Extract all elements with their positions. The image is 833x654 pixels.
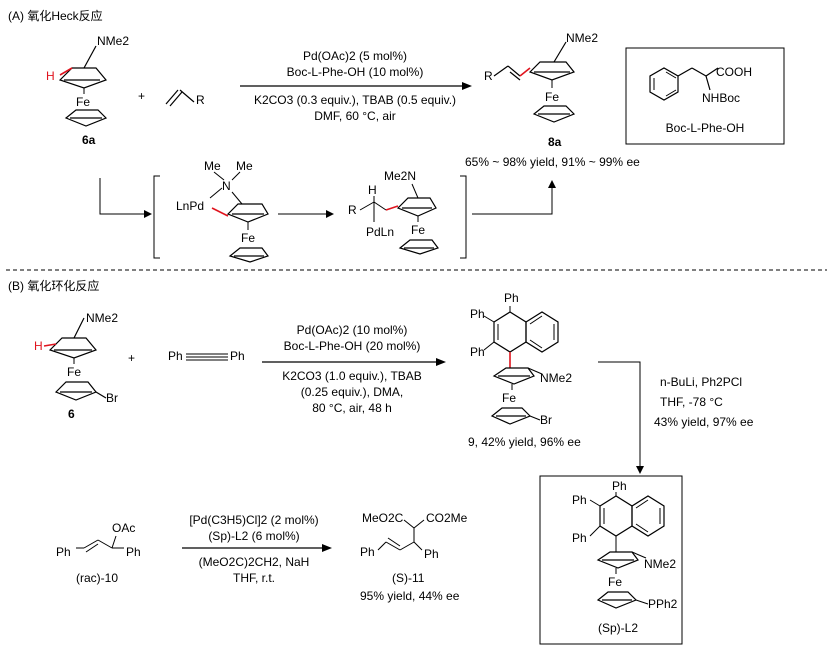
product-9-ph-left1: Ph: [470, 307, 485, 321]
intermediate-2: Me2N H R PdLn Fe: [348, 169, 439, 255]
olefin: R: [165, 89, 205, 107]
condition-a-2: Boc-L-Phe-OH (10 mol%): [287, 65, 424, 79]
ligand-l2-metal: Fe: [608, 575, 622, 589]
intermediate-2-substituent: Me2N: [384, 169, 416, 183]
ligand-box-amine: NHBoc: [702, 91, 740, 105]
product-9-metal: Fe: [502, 391, 516, 405]
ligand-l2-ph-left2: Ph: [572, 531, 587, 545]
intermediate-2-metal: Fe: [411, 223, 425, 237]
reactant-10-oac: OAc: [112, 521, 135, 535]
condition-b-2: Boc-L-Phe-OH (20 mol%): [284, 339, 421, 353]
reactant-6-substituent: NMe2: [86, 311, 118, 325]
product-11-ester-left: MeO2C: [362, 511, 404, 525]
product-11: MeO2C CO2Me Ph Ph (S)-11: [360, 511, 468, 585]
product-8a-substituent: NMe2: [566, 31, 598, 45]
condition-a-4: DMF, 60 °C, air: [314, 109, 395, 123]
reactant-6-id: 6: [68, 407, 75, 421]
intermediate-1: Me Me N LnPd Fe: [176, 159, 269, 263]
bracket-left: [153, 175, 160, 259]
intermediate-1-me1: Me: [204, 159, 221, 173]
section-a-title: (A) 氧化Heck反应: [8, 8, 103, 23]
condition-d-2: (Sp)-L2 (6 mol%): [208, 529, 299, 543]
intermediate-1-pd: LnPd: [176, 199, 204, 213]
plus-sign-a: +: [138, 89, 145, 103]
arrow-to-l2: [598, 361, 641, 466]
reactant-6a-substituent: NMe2: [97, 34, 129, 48]
ligand-l2-id: (Sp)-L2: [598, 621, 638, 635]
mechanism-arrow-start: [99, 178, 146, 215]
product-8a: R NMe2 Fe 8a: [484, 31, 598, 149]
plus-sign-b: +: [128, 351, 135, 365]
product-11-ester-right: CO2Me: [426, 511, 468, 525]
condition-c-2: THF, -78 °C: [660, 395, 723, 409]
intermediate-2-r: R: [348, 203, 357, 217]
reactant-10: OAc Ph Ph (rac)-10: [56, 521, 141, 585]
reactant-6a-id: 6a: [82, 133, 96, 147]
ligand-box: COOH NHBoc Boc-L-Phe-OH: [625, 47, 785, 145]
product-8a-metal: Fe: [545, 90, 559, 104]
product-9-ph-left2: Ph: [470, 345, 485, 359]
product-11-ph-left: Ph: [360, 545, 375, 559]
condition-b-3: K2CO3 (1.0 equiv.), TBAB: [282, 369, 422, 383]
ligand-l2-substituent: NMe2: [644, 557, 676, 571]
product-8a-id: 8a: [548, 135, 562, 149]
reactant-6-h: H: [34, 339, 43, 353]
condition-d-1: [Pd(C3H5)Cl]2 (2 mol%): [189, 513, 318, 527]
condition-b-5: 80 °C, air, 48 h: [312, 401, 392, 415]
intermediate-1-metal: Fe: [241, 231, 255, 245]
product-11-ph-right: Ph: [424, 547, 439, 561]
ligand-box-name: Boc-L-Phe-OH: [666, 121, 745, 135]
intermediate-2-h: H: [368, 183, 377, 197]
ligand-box-acid: COOH: [716, 65, 752, 79]
reactant-10-ph-left: Ph: [56, 545, 71, 559]
intermediate-1-me2: Me: [236, 159, 253, 173]
condition-c-1: n-BuLi, Ph2PCl: [660, 375, 742, 389]
product-9-result: 9, 42% yield, 96% ee: [468, 435, 581, 449]
ligand-l2-ph-left1: Ph: [572, 493, 587, 507]
product-9-br: Br: [540, 413, 552, 427]
reactant-6a-metal: Fe: [76, 95, 90, 109]
intermediate-2-pd: PdLn: [366, 225, 394, 239]
reactant-6a: NMe2 H Fe 6a: [46, 34, 129, 147]
reactant-10-ph-right: Ph: [126, 545, 141, 559]
olefin-r: R: [196, 93, 205, 107]
ligand-l2-pph2: PPh2: [648, 597, 678, 611]
product-8a-r: R: [484, 69, 493, 83]
product-11-id: (S)-11: [392, 571, 425, 585]
condition-d-4: THF, r.t.: [233, 571, 275, 585]
alkyne-ph-left: Ph: [168, 349, 183, 363]
product-8a-result: 65% ~ 98% yield, 91% ~ 99% ee: [465, 155, 640, 169]
product-9: Ph Ph Ph NMe2 Fe Br: [470, 291, 572, 427]
condition-a-3: K2CO3 (0.3 equiv.), TBAB (0.5 equiv.): [254, 93, 456, 107]
ligand-l2-ph-top: Ph: [612, 479, 627, 493]
product-11-result: 95% yield, 44% ee: [360, 589, 460, 603]
reactant-6a-h: H: [46, 69, 55, 83]
alkyne: Ph Ph: [168, 349, 245, 363]
reactant-6: NMe2 H Fe Br 6: [34, 311, 118, 421]
reactant-6-metal: Fe: [67, 365, 81, 379]
product-9-ph-top: Ph: [504, 291, 519, 305]
condition-d-3: (MeO2C)2CH2, NaH: [199, 555, 310, 569]
reactant-6-br: Br: [106, 391, 118, 405]
ligand-l2: Ph Ph Ph NMe2 Fe PPh2 (Sp)-L2: [539, 475, 683, 645]
condition-b-4: (0.25 equiv.), DMA,: [301, 385, 403, 399]
intermediate-1-n: N: [222, 179, 231, 193]
condition-c-3: 43% yield, 97% ee: [654, 415, 754, 429]
reactant-10-id: (rac)-10: [76, 571, 118, 585]
section-b-title: (B) 氧化环化反应: [8, 278, 99, 293]
bracket-right: [460, 175, 467, 259]
mechanism-arrow-end: [472, 186, 553, 215]
condition-b-1: Pd(OAc)2 (10 mol%): [297, 323, 408, 337]
alkyne-ph-right: Ph: [230, 349, 245, 363]
condition-a-1: Pd(OAc)2 (5 mol%): [303, 49, 407, 63]
product-9-substituent: NMe2: [540, 371, 572, 385]
